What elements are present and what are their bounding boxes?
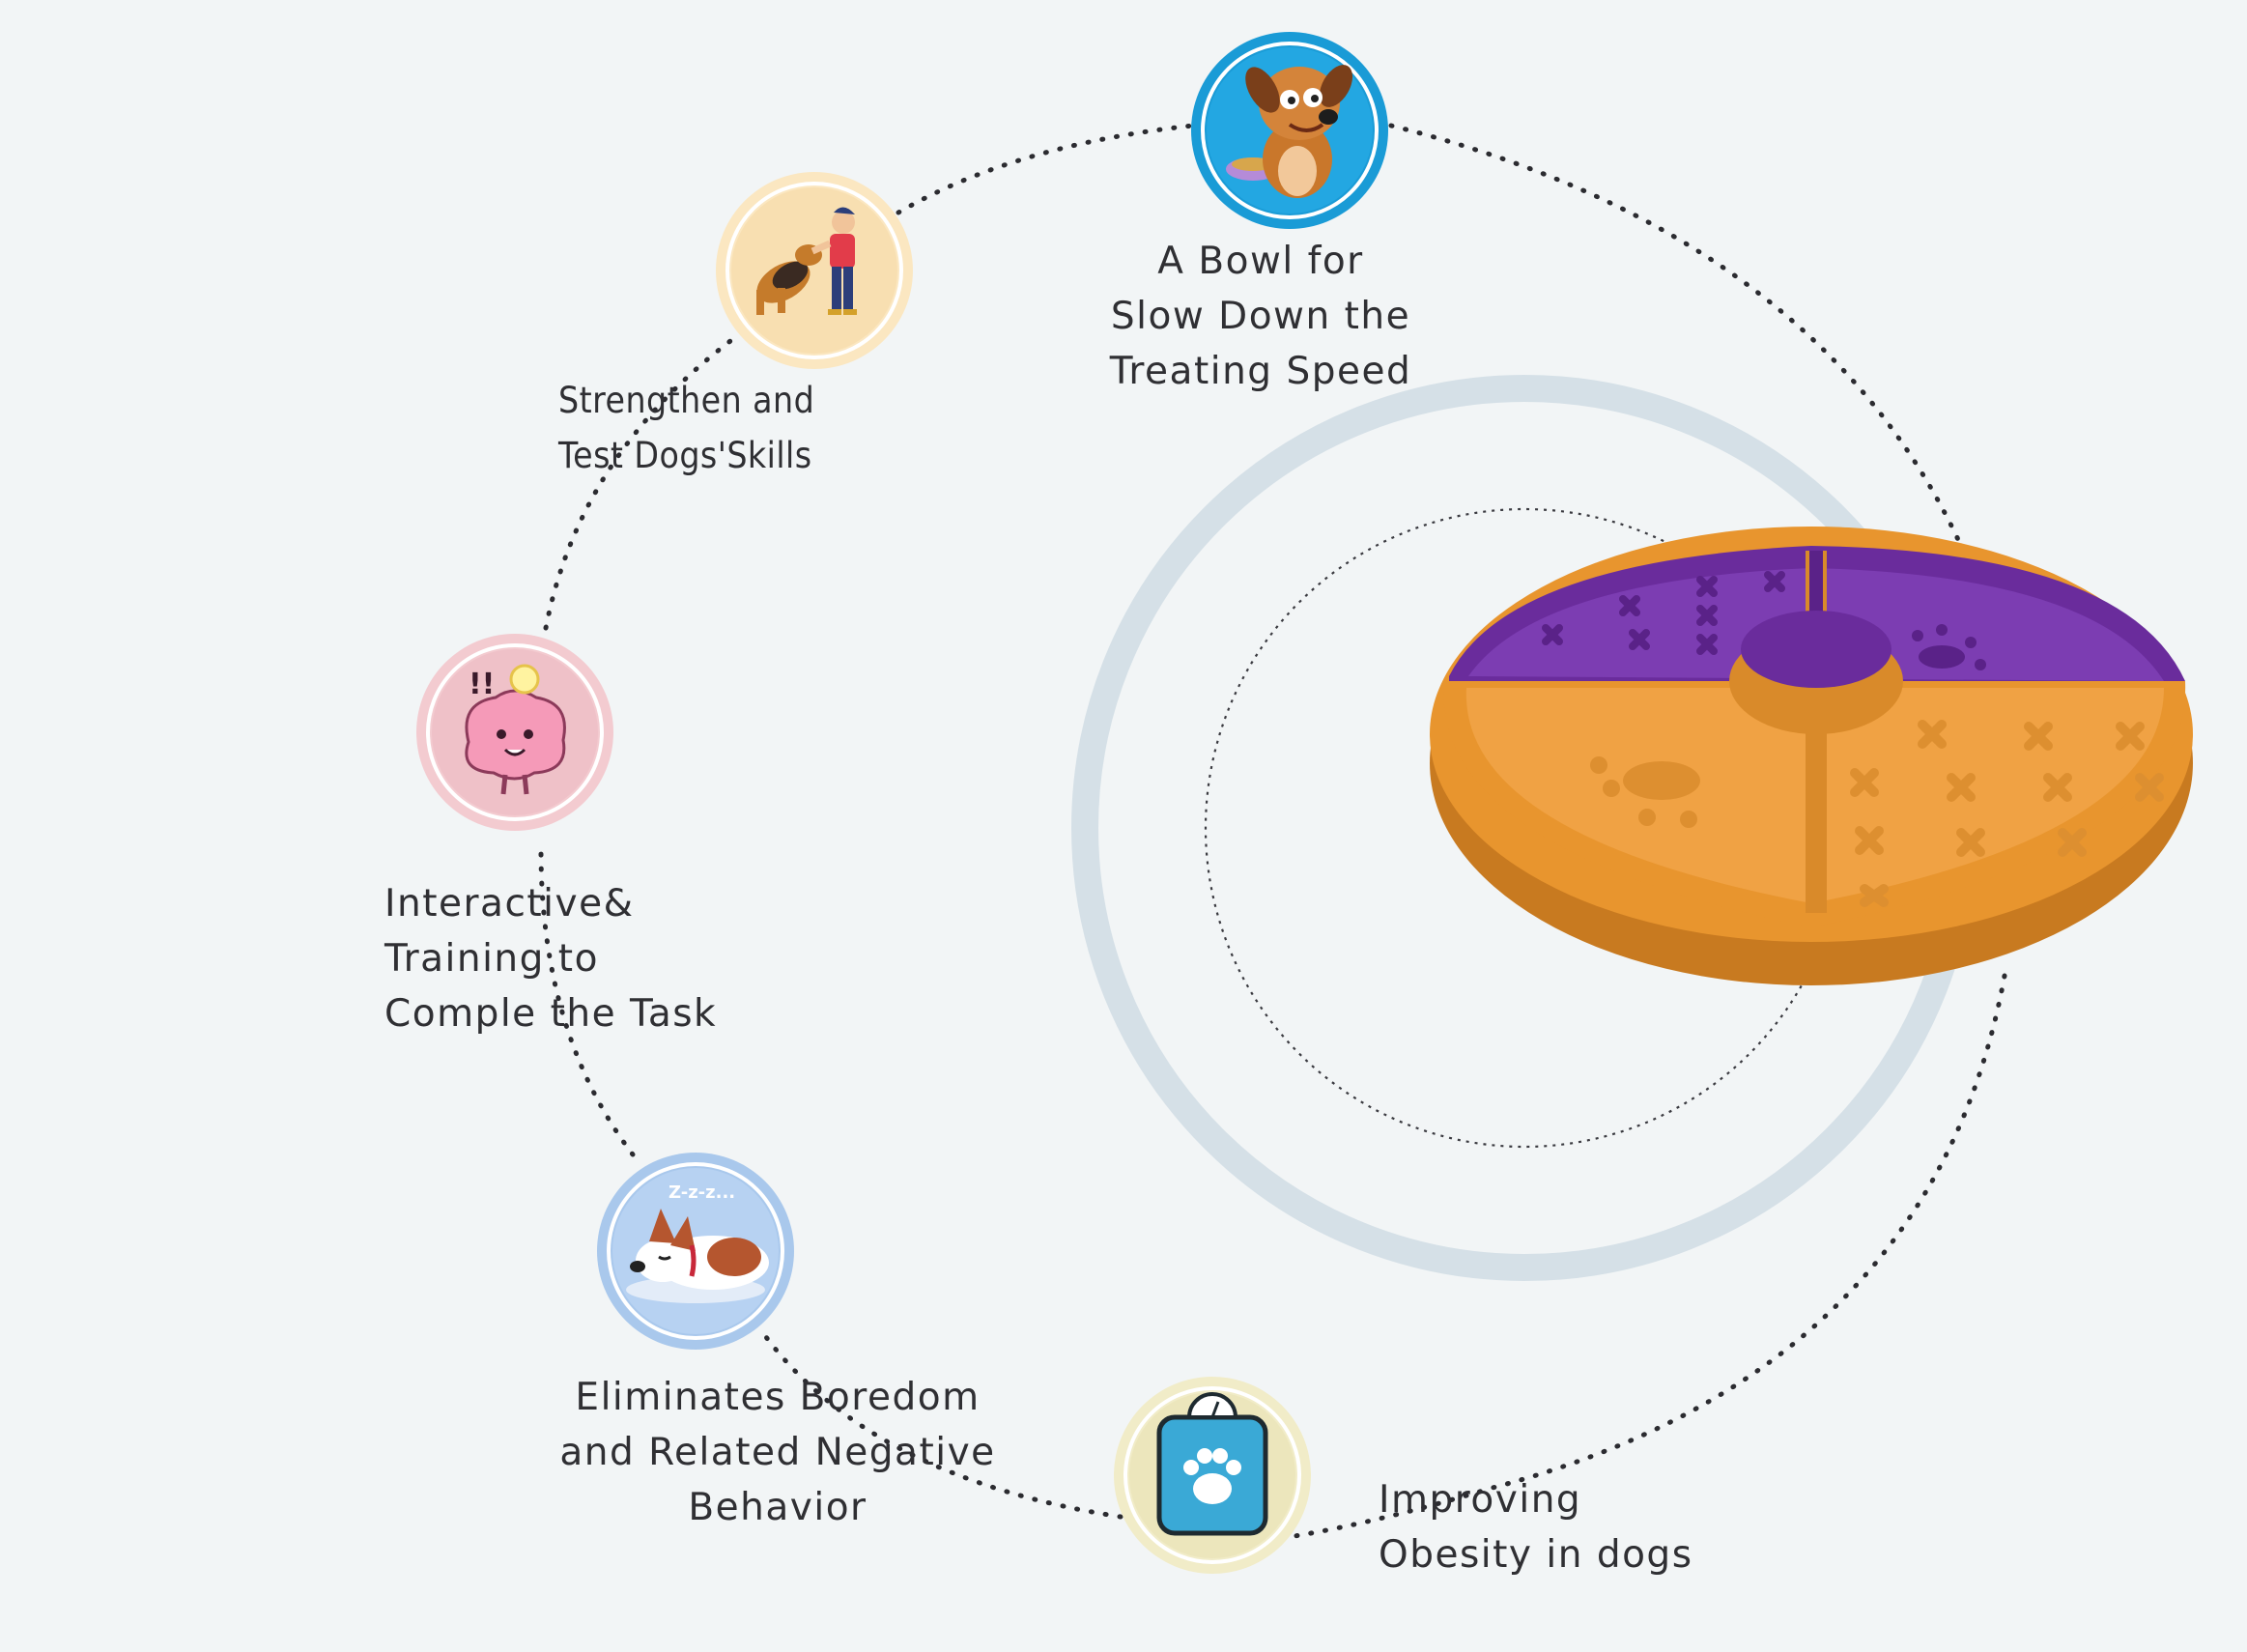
slow-feeder-bowl-icon [1430,527,2193,985]
dog-with-bowl-icon [1191,32,1388,229]
label-obesity: Improving Obesity in dogs [1379,1478,1693,1577]
dog-training-icon [716,172,913,369]
label-bowl: A Bowl for Slow Down the Treating Speed [1109,240,1412,393]
paw-scale-icon [1114,1377,1311,1574]
svg-text:Z-z-z...: Z-z-z... [668,1182,735,1203]
label-boredom: Eliminates Boredom and Related Negative … [559,1376,996,1529]
outer-dotted-orbit [538,123,2007,1539]
label-interactive: Interactive& Training to Comple the Task [384,882,718,1036]
sleeping-dog-icon: Z-z-z... [597,1153,794,1350]
label-skills: Strengthen and Test Dogs'Skills [558,380,815,476]
svg-text:!!: !! [469,668,495,701]
brain-lightbulb-icon: !! [416,634,613,831]
